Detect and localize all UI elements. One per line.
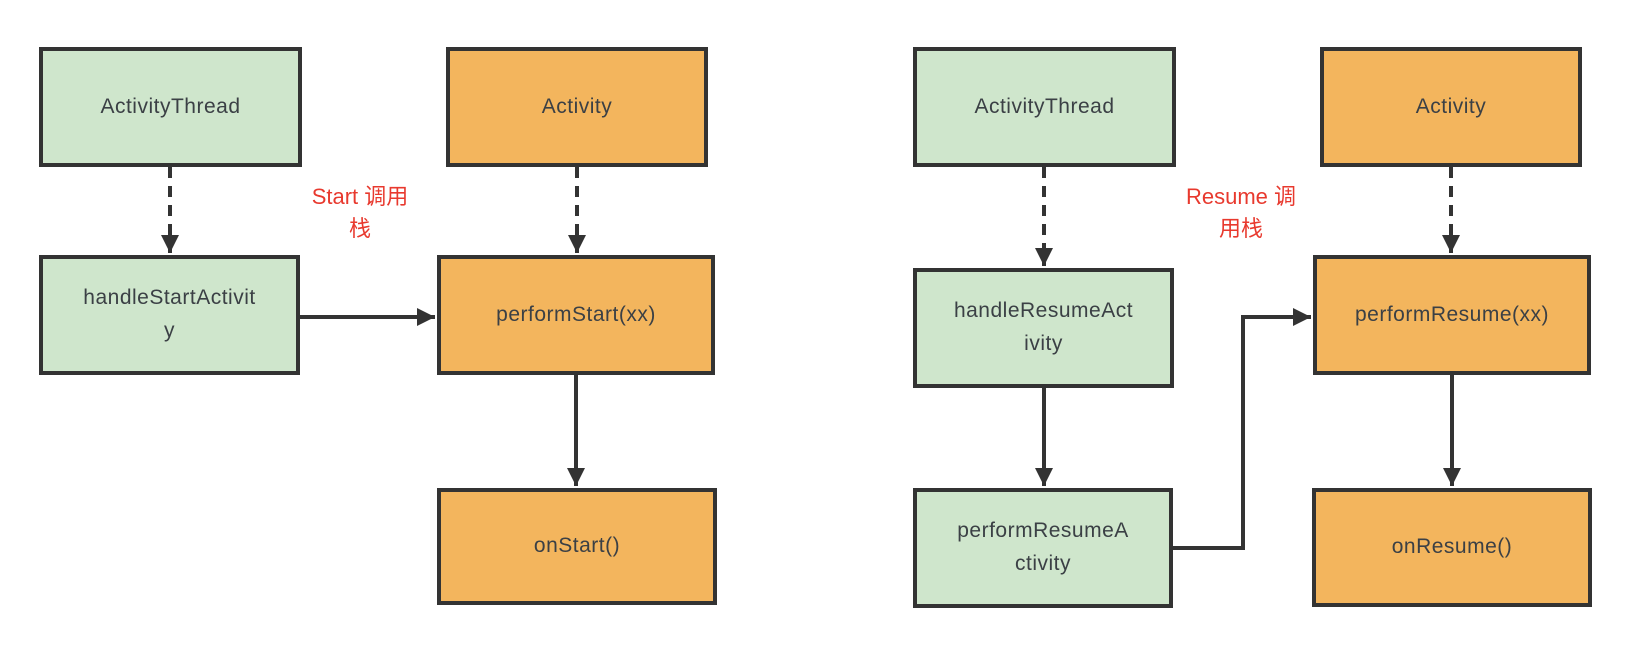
caption-resume-call-stack: Resume 调 用栈 (1185, 184, 1297, 241)
node-activity-resume: Activity (1320, 47, 1582, 167)
node-handle-start-activity: handleStartActivit y (39, 255, 300, 375)
node-activity-thread-resume: ActivityThread (913, 47, 1176, 167)
node-on-resume: onResume() (1312, 488, 1592, 607)
node-perform-resume: performResume(xx) (1313, 255, 1591, 375)
node-perform-resume-activity: performResumeA ctivity (913, 488, 1173, 608)
node-perform-start: performStart(xx) (437, 255, 715, 375)
node-activity-thread-start: ActivityThread (39, 47, 302, 167)
node-handle-resume-activity: handleResumeAct ivity (913, 268, 1174, 388)
node-on-start: onStart() (437, 488, 717, 605)
node-activity-start: Activity (446, 47, 708, 167)
arrow-performresumeactivity-to-performresume (1173, 308, 1311, 550)
caption-start-call-stack: Start 调用 栈 (311, 184, 409, 241)
